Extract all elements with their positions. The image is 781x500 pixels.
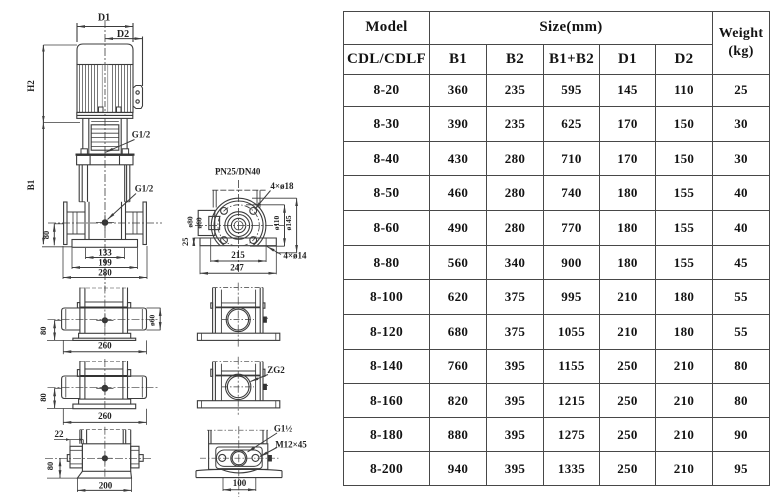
svg-text:80: 80 [45, 462, 55, 471]
svg-text:200: 200 [99, 481, 113, 491]
svg-text:4×ø18: 4×ø18 [270, 181, 294, 191]
svg-text:ø60: ø60 [195, 217, 204, 229]
svg-text:ø80: ø80 [185, 216, 194, 228]
svg-text:ø110: ø110 [272, 215, 281, 230]
svg-text:247: 247 [230, 263, 244, 273]
svg-text:80: 80 [38, 393, 48, 402]
svg-text:B1: B1 [26, 179, 36, 190]
svg-text:G1½: G1½ [274, 424, 293, 434]
svg-text:280: 280 [98, 268, 112, 278]
svg-text:215: 215 [231, 250, 245, 260]
svg-text:PN25/DN40: PN25/DN40 [215, 166, 261, 176]
svg-text:260: 260 [98, 340, 112, 350]
svg-text:260: 260 [98, 411, 112, 421]
svg-text:G1/2: G1/2 [132, 129, 151, 139]
svg-text:ZG2: ZG2 [267, 365, 285, 375]
svg-text:80: 80 [41, 231, 51, 240]
svg-text:100: 100 [233, 478, 247, 488]
svg-text:4×ø14: 4×ø14 [283, 250, 307, 260]
svg-text:ø145: ø145 [284, 215, 293, 230]
svg-text:H2: H2 [26, 80, 36, 92]
svg-text:25: 25 [180, 238, 190, 247]
svg-text:ø60: ø60 [147, 315, 156, 327]
svg-text:M12×45: M12×45 [275, 439, 307, 449]
svg-text:D1: D1 [98, 13, 110, 24]
svg-text:80: 80 [38, 326, 48, 335]
svg-text:22: 22 [55, 429, 65, 439]
svg-text:D2: D2 [117, 29, 129, 40]
svg-text:G1/2: G1/2 [135, 183, 154, 193]
svg-text:133: 133 [98, 248, 112, 258]
svg-text:199: 199 [98, 258, 112, 268]
